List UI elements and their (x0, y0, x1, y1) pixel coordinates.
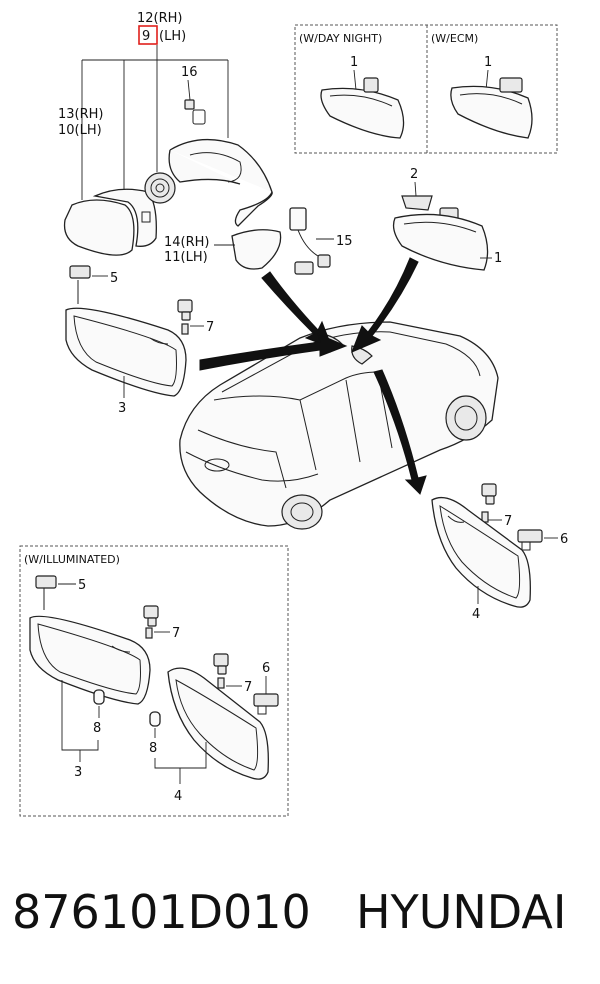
callout-1-day-night: 1 (350, 55, 358, 70)
leader-line (154, 742, 207, 769)
callout-11-lh: 11(LH) (164, 250, 208, 265)
visor-notch (111, 645, 131, 653)
sun-visor-left-group: 5 7 3 (65, 265, 214, 416)
front-wheel-icon (445, 395, 487, 441)
visor-inner-edge (439, 505, 521, 599)
callout-7-main: 7 (206, 320, 214, 335)
option-box (19, 545, 289, 817)
leader-line (414, 181, 417, 197)
mirror-mount-icon (499, 77, 523, 93)
side-lamp-icon (289, 207, 331, 275)
callout-3-main: 3 (118, 401, 126, 416)
screw-icon (181, 323, 189, 335)
option-box (294, 24, 558, 154)
illuminated-visor-right-icon (167, 667, 269, 780)
outside-mirror-group: 12(RH) 9 (LH) 13(RH) 10(LH) 16 (58, 11, 353, 275)
front-hub-icon (454, 405, 478, 431)
visor-clip-icon (517, 529, 543, 551)
callout-12-rh: 12(RH) (137, 11, 183, 26)
callout-15: 15 (336, 234, 353, 249)
leader-line (187, 79, 191, 101)
sun-visor-right-group: 7 6 4 (431, 483, 568, 622)
sun-visor-icon (65, 307, 187, 397)
illuminated-option: (W/ILLUMINATED) 5 7 8 3 7 6 (19, 545, 289, 817)
callout-6-right: 6 (560, 532, 568, 547)
callout-8-illum-a: 8 (93, 721, 101, 736)
callout-2: 2 (410, 167, 418, 182)
callout-10-lh: 10(LH) (58, 123, 102, 138)
mirror-mount-icon (363, 77, 379, 93)
visor-holder-icon (143, 605, 159, 627)
rear-wheel-icon (281, 494, 323, 530)
window-line (213, 371, 379, 401)
housing-inner (189, 152, 242, 183)
highlight-box (138, 25, 158, 45)
mirror-backplate-icon (92, 188, 157, 247)
callout-13-rh: 13(RH) (58, 107, 104, 122)
mirror-edge (403, 221, 477, 233)
callout-5-main: 5 (110, 271, 118, 286)
callout-5-illum: 5 (78, 578, 86, 593)
callout-6-illum: 6 (262, 661, 270, 676)
visor-inner-edge (175, 679, 259, 771)
arrow-visor-left (199, 333, 348, 371)
box-label-ecm: (W/ECM) (431, 32, 478, 45)
brand-name: HYUNDAI (356, 885, 567, 939)
box-label-illuminated: (W/ILLUMINATED) (24, 553, 120, 566)
callout-1-ecm: 1 (484, 55, 492, 70)
screw-icon (145, 627, 153, 639)
callout-9-lh: (LH) (159, 29, 186, 44)
callout-9: 9 (142, 29, 150, 44)
rear-hub-icon (290, 502, 314, 522)
visor-clip-icon (253, 693, 279, 715)
callout-8-illum-b: 8 (149, 741, 157, 756)
callout-4-illum: 4 (174, 789, 182, 804)
callout-7-illum-b: 7 (244, 680, 252, 695)
callout-14-rh: 14(RH) (164, 235, 210, 250)
arrow-visor-right (373, 369, 427, 495)
visor-holder-icon (213, 653, 229, 675)
emblem-icon (204, 458, 230, 472)
callout-7-right: 7 (504, 514, 512, 529)
leader-line (353, 69, 357, 91)
visor-notch (149, 337, 169, 345)
mirror-glass-icon (63, 199, 135, 256)
callout-7-illum-a: 7 (172, 626, 180, 641)
screw-16-icon (184, 99, 206, 125)
actuator-icon (144, 172, 176, 204)
visor-inner-edge (73, 315, 177, 387)
sun-visor-icon (431, 496, 531, 608)
mirror-edge (459, 93, 523, 105)
vehicle-illustration (179, 321, 499, 530)
visor-lamp-icon (149, 711, 161, 727)
part-number: 876101D010 (12, 885, 311, 939)
callout-16: 16 (181, 65, 198, 80)
visor-lamp-icon (93, 689, 105, 705)
screw-icon (217, 677, 225, 689)
arrow-inside-mirror (351, 257, 419, 353)
inside-mirror-options: (W/DAY NIGHT) (W/ECM) 1 1 2 1 (294, 24, 558, 271)
mirror-clip-icon (401, 195, 433, 211)
mirror-cap-icon (231, 229, 282, 270)
callout-1-main: 1 (494, 251, 502, 266)
illuminated-visor-left-icon (29, 615, 151, 705)
visor-clip-icon (69, 265, 91, 279)
tailgate-line (197, 429, 287, 489)
connector-icon (141, 211, 151, 223)
pointer-arrows (199, 257, 427, 495)
visor-holder-icon (481, 483, 497, 505)
mirror-housing-icon (168, 138, 273, 227)
box-label-day-night: (W/DAY NIGHT) (299, 32, 382, 45)
visor-notch (447, 515, 465, 523)
callout-4-main: 4 (472, 607, 480, 622)
bumper-line (185, 451, 319, 482)
callout-3-illum: 3 (74, 765, 82, 780)
visor-clip-icon (35, 575, 57, 589)
visor-holder-icon (177, 299, 193, 321)
caption-bar: 876101D010 HYUNDAI (0, 872, 600, 952)
mirror-edge (329, 94, 393, 107)
